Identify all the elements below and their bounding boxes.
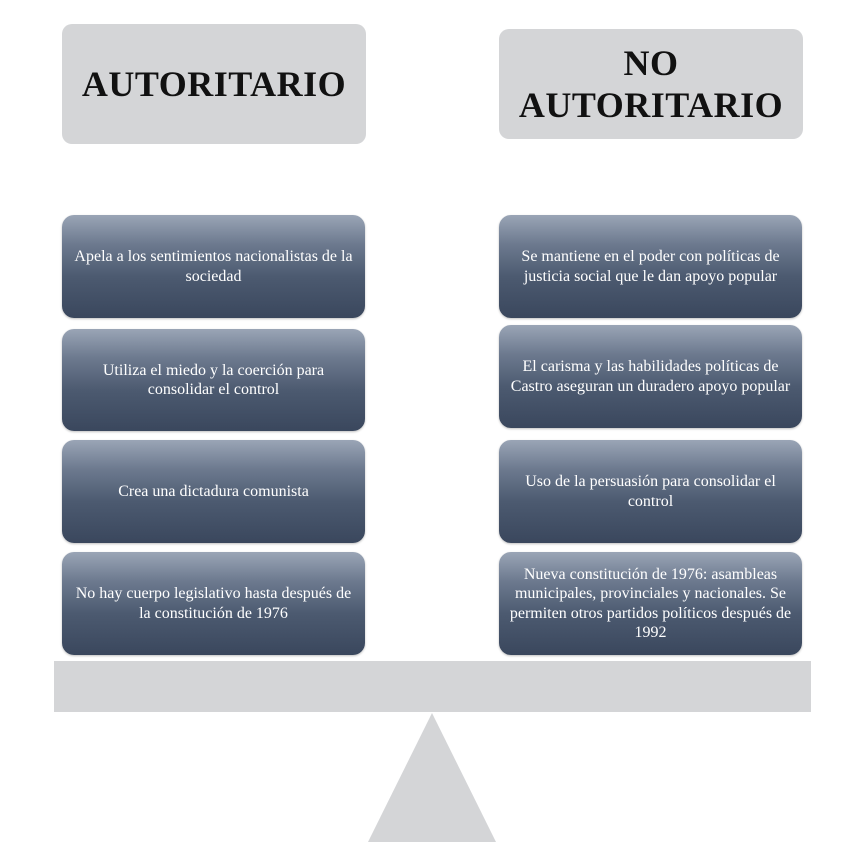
right-item-4-text: Nueva constitución de 1976: asambleas mu… (509, 565, 792, 642)
right-item-1-text: Se mantiene en el poder con políticas de… (521, 248, 780, 285)
right-item-2-text: El carisma y las habilidades políticas d… (510, 358, 791, 395)
header-no-autoritario: NO AUTORITARIO (499, 29, 803, 139)
right-item-3-text: Uso de la persuasión para consolidar el … (525, 473, 776, 510)
balance-fulcrum (368, 713, 496, 842)
left-item-1-text: Apela a los sentimientos nacionalistas d… (74, 248, 353, 285)
left-item-1: Apela a los sentimientos nacionalistas d… (62, 215, 365, 318)
left-item-4-text: No hay cuerpo legislativo hasta después … (75, 585, 352, 622)
right-item-2: El carisma y las habilidades políticas d… (499, 325, 802, 428)
left-item-3: Crea una dictadura comunista (62, 440, 365, 543)
header-no-autoritario-line2: AUTORITARIO (518, 85, 784, 125)
header-no-autoritario-line1: NO (623, 43, 679, 83)
right-item-3: Uso de la persuasión para consolidar el … (499, 440, 802, 543)
right-item-1: Se mantiene en el poder con políticas de… (499, 215, 802, 318)
left-item-2: Utiliza el miedo y la coerción para cons… (62, 329, 365, 431)
right-item-4: Nueva constitución de 1976: asambleas mu… (499, 552, 802, 655)
left-item-2-text: Utiliza el miedo y la coerción para cons… (102, 361, 325, 399)
balance-beam (54, 661, 811, 712)
header-autoritario: AUTORITARIO (62, 24, 366, 144)
left-item-4: No hay cuerpo legislativo hasta después … (62, 552, 365, 655)
header-autoritario-label: AUTORITARIO (81, 64, 347, 104)
left-item-3-text: Crea una dictadura comunista (118, 482, 309, 500)
fulcrum-triangle (368, 713, 496, 842)
